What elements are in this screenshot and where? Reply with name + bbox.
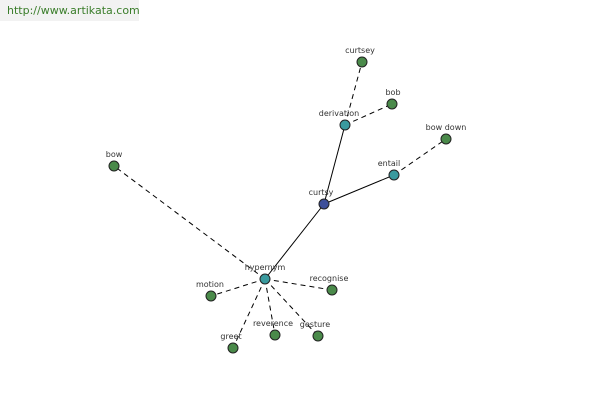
edge-hypernym-reverence [264, 278, 276, 336]
node-motion-label: motion [196, 280, 224, 289]
node-bow[interactable] [108, 160, 120, 172]
node-derivation[interactable] [339, 119, 351, 131]
node-bow-label: bow [106, 150, 123, 159]
node-recognise[interactable] [326, 284, 338, 296]
node-curtsey-label: curtsey [345, 46, 375, 55]
node-bow-down-label: bow down [426, 123, 467, 132]
edge-curtsy-hypernym [264, 203, 325, 280]
nodes-layer [108, 56, 452, 354]
node-motion[interactable] [205, 290, 217, 302]
node-entail-label: entail [378, 159, 400, 168]
node-gesture-label: gesture [300, 320, 330, 329]
edges-layer [113, 61, 447, 349]
node-bow-down[interactable] [440, 133, 452, 145]
node-entail[interactable] [388, 169, 400, 181]
edge-curtsy-derivation [323, 124, 346, 205]
node-reverence-label: reverence [253, 319, 293, 328]
node-bob-label: bob [385, 88, 400, 97]
node-hypernym-label: hypernym [245, 263, 286, 272]
node-recognise-label: recognise [310, 274, 349, 283]
edge-hypernym-motion [210, 278, 266, 297]
edge-hypernym-recognise [264, 278, 333, 291]
labels-layer: curtsy derivation curtsey bob entail bow down… [106, 46, 467, 341]
edge-entail-bow-down [393, 138, 447, 176]
site-url-link[interactable]: http://www.artikata.com [7, 4, 140, 17]
node-reverence[interactable] [269, 329, 281, 341]
node-bob[interactable] [386, 98, 398, 110]
node-curtsey[interactable] [356, 56, 368, 68]
edge-hypernym-gesture [264, 278, 319, 337]
node-curtsy-label: curtsy [309, 188, 334, 197]
node-greet[interactable] [227, 342, 239, 354]
edge-hypernym-bow [113, 165, 266, 280]
edge-curtsy-entail [323, 174, 395, 205]
node-gesture[interactable] [312, 330, 324, 342]
node-greet-label: greet [220, 332, 241, 341]
node-hypernym[interactable] [259, 273, 271, 285]
node-derivation-label: derivation [319, 109, 359, 118]
edge-derivation-curtsey [344, 61, 363, 126]
node-curtsy[interactable] [318, 198, 330, 210]
edge-hypernym-greet [232, 278, 266, 349]
url-banner: http://www.artikata.com [0, 0, 140, 21]
